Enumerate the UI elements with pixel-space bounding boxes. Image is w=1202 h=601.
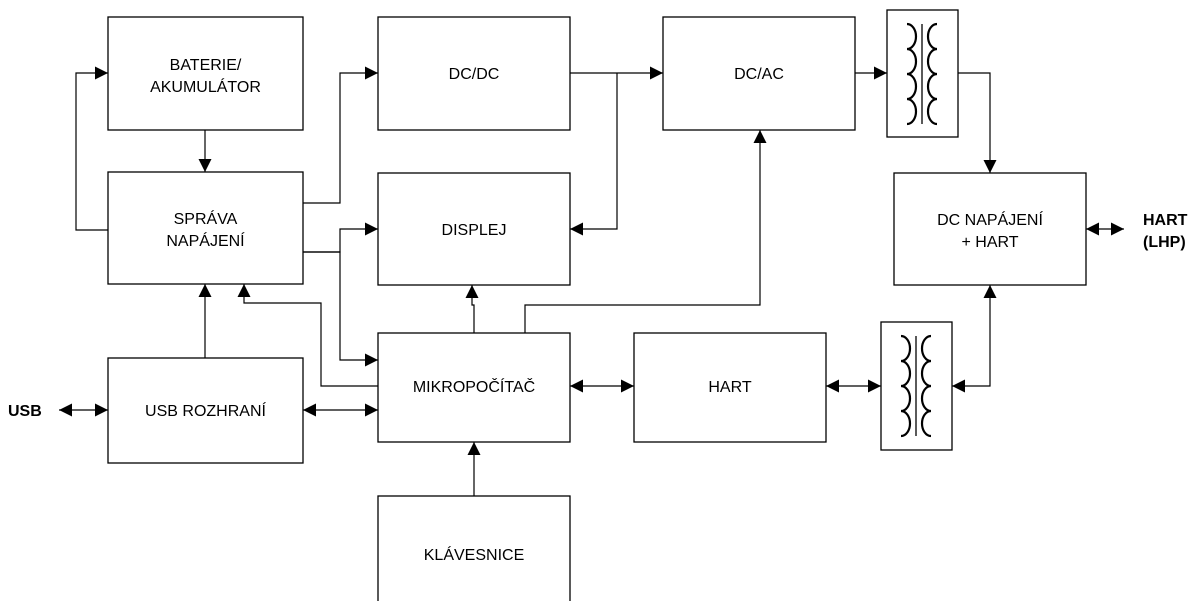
hart-lhp-label-line2: (LHP) bbox=[1143, 234, 1186, 251]
dcdc-label: DC/DC bbox=[449, 66, 500, 83]
wire-mikropocitac-to-displej bbox=[465, 285, 479, 333]
block-klavesnice: KLÁVESNICE bbox=[377, 495, 571, 601]
block-sprava-napajeni: SPRÁVA NAPÁJENÍ bbox=[107, 171, 304, 285]
hart-lhp-label-line1: HART bbox=[1143, 212, 1188, 229]
wire-sprava-to-displej bbox=[303, 222, 378, 253]
wire-mikropocitac-to-sprava bbox=[237, 284, 378, 387]
block-hart: HART bbox=[633, 332, 827, 443]
transformer-top bbox=[886, 9, 959, 138]
wire-sprava-to-mikropocitac bbox=[303, 251, 378, 367]
displej-label: DISPLEJ bbox=[442, 222, 507, 239]
mikropocitac-label: MIKROPOČÍTAČ bbox=[413, 377, 535, 396]
wire-mikropocitac-to-dcac bbox=[524, 130, 767, 333]
klavesnice-label: KLÁVESNICE bbox=[424, 545, 524, 564]
usb-external-label: USB bbox=[8, 403, 42, 420]
block-usb-rozhrani: USB ROZHRANÍ bbox=[107, 357, 304, 464]
baterie-label-line1: BATERIE/ bbox=[170, 57, 242, 74]
block-dc-napajeni-hart: DC NAPÁJENÍ + HART bbox=[893, 172, 1087, 286]
block-dcac: DC/AC bbox=[662, 16, 856, 131]
dc-napajeni-label-line1: DC NAPÁJENÍ bbox=[937, 210, 1043, 229]
wire-transformer-to-dcnapajeni bbox=[958, 72, 997, 173]
block-displej: DISPLEJ bbox=[377, 172, 571, 286]
block-baterie: BATERIE/ AKUMULÁTOR bbox=[107, 16, 304, 131]
connections bbox=[59, 66, 1124, 496]
wire-transformer-dcnapajeni bbox=[952, 285, 997, 393]
block-dcdc: DC/DC bbox=[377, 16, 571, 131]
usb-rozhrani-label: USB ROZHRANÍ bbox=[145, 401, 266, 420]
sprava-label-line1: SPRÁVA bbox=[174, 209, 238, 228]
dc-napajeni-label-line2: + HART bbox=[961, 234, 1018, 251]
transformer-bottom bbox=[880, 321, 953, 451]
sprava-label-line2: NAPÁJENÍ bbox=[166, 231, 245, 250]
hart-label: HART bbox=[708, 379, 751, 396]
block-mikropocitac: MIKROPOČÍTAČ bbox=[377, 332, 571, 443]
wire-sprava-to-dcdc bbox=[303, 66, 378, 204]
wire-dcdc-to-displej bbox=[570, 73, 618, 236]
baterie-label-line2: AKUMULÁTOR bbox=[150, 77, 261, 96]
wire-sprava-to-baterie bbox=[75, 66, 108, 231]
dcac-label: DC/AC bbox=[734, 66, 784, 83]
